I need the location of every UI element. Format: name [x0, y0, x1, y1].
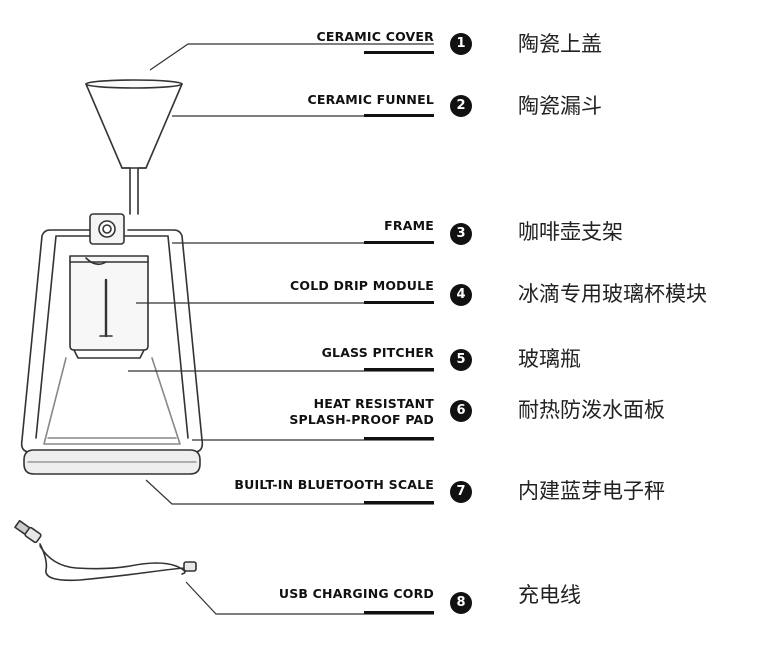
part-number-badge: 7 [450, 481, 472, 503]
leader-line-8 [185, 581, 434, 615]
part-name-cn: 陶瓷上盖 [518, 32, 602, 56]
part-number-badge: 4 [450, 284, 472, 306]
label-underline [364, 301, 434, 304]
part-name-en: HEAT RESISTANT SPLASH-PROOF PAD [289, 396, 434, 427]
part-name-en: BUILT-IN BLUETOOTH SCALE [234, 477, 434, 492]
label-underline [364, 241, 434, 244]
part-name-en: CERAMIC COVER [316, 29, 434, 44]
part-name-cn: 陶瓷漏斗 [518, 94, 602, 118]
part-name-cn: 内建蓝芽电子秤 [518, 479, 665, 503]
label-underline [364, 501, 434, 504]
part-name-en: GLASS PITCHER [321, 345, 434, 360]
part-row-8: USB CHARGING CORD 8 充电线 [0, 582, 775, 642]
part-name-cn: 咖啡壶支架 [518, 220, 623, 244]
glass-pitcher-shape [43, 357, 181, 445]
part-name-cn: 充电线 [518, 583, 581, 607]
leader-line-7 [145, 479, 434, 505]
part-row-2: CERAMIC FUNNEL 2 陶瓷漏斗 [0, 88, 775, 148]
label-underline [364, 114, 434, 117]
part-row-7: BUILT-IN BLUETOOTH SCALE 7 内建蓝芽电子秤 [0, 473, 775, 533]
part-number-badge: 6 [450, 400, 472, 422]
part-name-cn: 玻璃瓶 [518, 347, 581, 371]
part-row-4: COLD DRIP MODULE 4 冰滴专用玻璃杯模块 [0, 274, 775, 334]
part-name-en: COLD DRIP MODULE [290, 278, 434, 293]
part-number-badge: 8 [450, 592, 472, 614]
label-underline [364, 368, 434, 371]
scale-shape [23, 449, 201, 475]
part-number-badge: 5 [450, 349, 472, 371]
part-number-badge: 3 [450, 223, 472, 245]
part-name-en: CERAMIC FUNNEL [307, 92, 434, 107]
part-number-badge: 1 [450, 33, 472, 55]
label-underline [364, 611, 434, 614]
part-name-cn: 冰滴专用玻璃杯模块 [518, 282, 707, 306]
label-underline [364, 51, 434, 54]
part-number-badge: 2 [450, 95, 472, 117]
part-row-5: GLASS PITCHER 5 玻璃瓶 [0, 342, 775, 402]
label-underline [364, 437, 434, 440]
usb-cable-shape [14, 519, 197, 582]
ceramic-funnel-shape [85, 79, 183, 215]
part-row-1: CERAMIC COVER 1 陶瓷上盖 [0, 26, 775, 86]
part-row-3: FRAME 3 咖啡壶支架 [0, 214, 775, 274]
part-name-en: FRAME [384, 218, 434, 233]
cold-drip-module-shape [69, 255, 149, 359]
part-row-6: HEAT RESISTANT SPLASH-PROOF PAD 6 耐热防泼水面… [0, 394, 775, 454]
valve-unit-shape [89, 213, 125, 245]
leader-line-1 [149, 43, 434, 71]
part-name-cn: 耐热防泼水面板 [518, 398, 665, 422]
part-name-en: USB CHARGING CORD [278, 586, 434, 601]
